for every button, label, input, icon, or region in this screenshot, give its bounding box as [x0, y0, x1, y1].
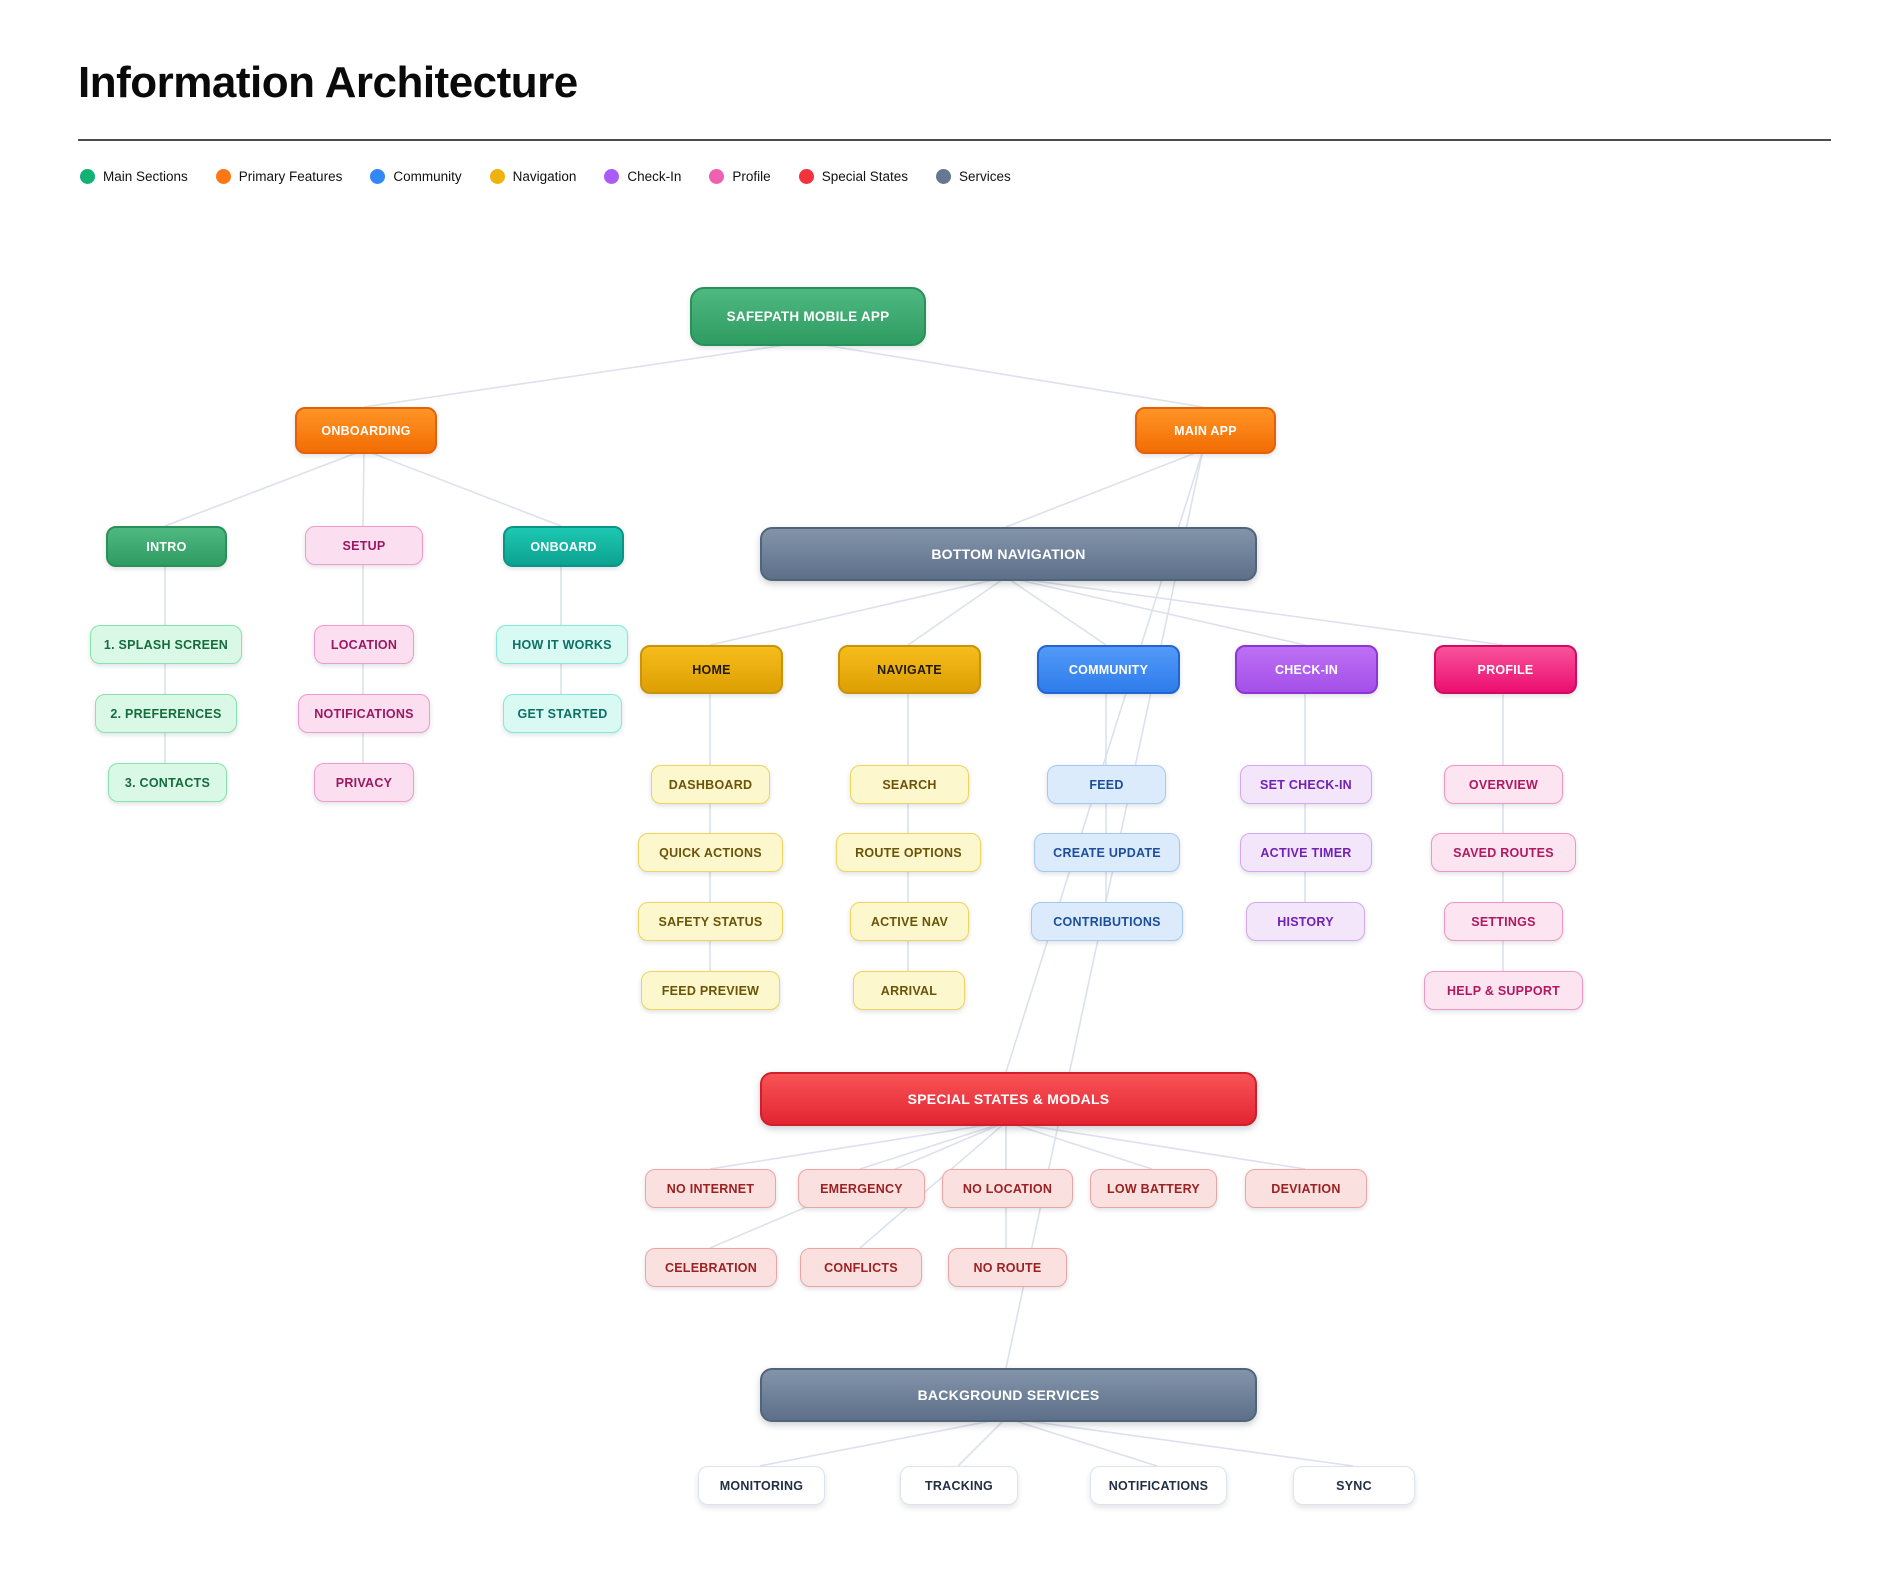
node-navigate: NAVIGATE [838, 645, 981, 694]
legend-item-check-in: Check-In [604, 169, 681, 184]
legend-label: Main Sections [103, 169, 188, 184]
node-no-location: NO LOCATION [942, 1169, 1073, 1208]
node-how-it-works: HOW IT WORKS [496, 625, 628, 664]
legend-item-main-sections: Main Sections [80, 169, 188, 184]
node-notifications: NOTIFICATIONS [298, 694, 430, 733]
legend-item-profile: Profile [709, 169, 771, 184]
legend-item-services: Services [936, 169, 1011, 184]
node-contributions: CONTRIBUTIONS [1031, 902, 1183, 941]
legend-label: Primary Features [238, 169, 343, 184]
node-sync: SYNC [1293, 1466, 1415, 1505]
node-quick-actions: QUICK ACTIONS [638, 833, 783, 872]
node-safety-status: SAFETY STATUS [638, 902, 783, 941]
legend: Main Sections Primary Features Community… [80, 169, 1011, 184]
node-home: HOME [640, 645, 783, 694]
node-settings: SETTINGS [1444, 902, 1563, 941]
node-services-notifications: NOTIFICATIONS [1090, 1466, 1227, 1505]
node-help-support: HELP & SUPPORT [1424, 971, 1583, 1010]
node-special-states-modals: SPECIAL STATES & MODALS [760, 1072, 1257, 1126]
legend-dot-main-sections-icon [80, 169, 95, 184]
node-monitoring: MONITORING [698, 1466, 825, 1505]
legend-dot-profile-icon [709, 169, 725, 184]
node-no-route: NO ROUTE [948, 1248, 1067, 1287]
legend-dot-check-in-icon [604, 169, 620, 184]
node-search: SEARCH [850, 765, 969, 804]
node-feed-preview: FEED PREVIEW [641, 971, 780, 1010]
node-preferences: 2. PREFERENCES [95, 694, 237, 733]
node-dashboard: DASHBOARD [651, 765, 770, 804]
page-title: Information Architecture [78, 58, 578, 107]
legend-dot-primary-features-icon [215, 169, 231, 184]
node-location: LOCATION [314, 625, 414, 664]
node-history: HISTORY [1246, 902, 1365, 941]
legend-label: Community [393, 169, 462, 184]
node-intro: INTRO [106, 526, 227, 567]
node-safepath-mobile-app: SAFEPATH MOBILE APP [690, 287, 926, 346]
legend-label: Services [959, 169, 1011, 184]
legend-item-special-states: Special States [798, 169, 908, 184]
node-onboarding: ONBOARDING [295, 407, 437, 454]
node-check-in: CHECK-IN [1235, 645, 1378, 694]
legend-label: Profile [732, 169, 771, 184]
node-celebration: CELEBRATION [645, 1248, 777, 1287]
node-deviation: DEVIATION [1245, 1169, 1367, 1208]
node-arrival: ARRIVAL [853, 971, 965, 1010]
node-overview: OVERVIEW [1444, 765, 1563, 804]
legend-label: Special States [821, 169, 908, 184]
node-background-services: BACKGROUND SERVICES [760, 1368, 1257, 1422]
node-bottom-navigation: BOTTOM NAVIGATION [760, 527, 1257, 581]
legend-label: Navigation [512, 169, 577, 184]
node-privacy: PRIVACY [314, 763, 414, 802]
legend-dot-services-icon [936, 169, 951, 184]
node-active-nav: ACTIVE NAV [850, 902, 969, 941]
node-create-update: CREATE UPDATE [1034, 833, 1180, 872]
node-active-timer: ACTIVE TIMER [1240, 833, 1372, 872]
node-profile: PROFILE [1434, 645, 1577, 694]
node-emergency: EMERGENCY [798, 1169, 925, 1208]
node-conflicts: CONFLICTS [800, 1248, 922, 1287]
node-saved-routes: SAVED ROUTES [1431, 833, 1576, 872]
node-main-app: MAIN APP [1135, 407, 1276, 454]
legend-item-navigation: Navigation [489, 169, 577, 184]
title-divider [78, 139, 1831, 141]
legend-dot-community-icon [370, 169, 386, 184]
legend-dot-navigation-icon [489, 169, 505, 184]
node-contacts: 3. CONTACTS [108, 763, 227, 802]
node-no-internet: NO INTERNET [645, 1169, 776, 1208]
legend-item-primary-features: Primary Features [215, 169, 343, 184]
legend-dot-special-states-icon [798, 169, 814, 184]
node-set-check-in: SET CHECK-IN [1240, 765, 1372, 804]
node-setup: SETUP [305, 526, 423, 565]
legend-label: Check-In [627, 169, 682, 184]
node-feed: FEED [1047, 765, 1166, 804]
node-splash-screen: 1. SPLASH SCREEN [90, 625, 242, 664]
node-low-battery: LOW BATTERY [1090, 1169, 1217, 1208]
node-community: COMMUNITY [1037, 645, 1180, 694]
node-get-started: GET STARTED [503, 694, 622, 733]
legend-item-community: Community [370, 169, 462, 184]
node-tracking: TRACKING [900, 1466, 1018, 1505]
node-onboard: ONBOARD [503, 526, 624, 567]
node-route-options: ROUTE OPTIONS [836, 833, 981, 872]
